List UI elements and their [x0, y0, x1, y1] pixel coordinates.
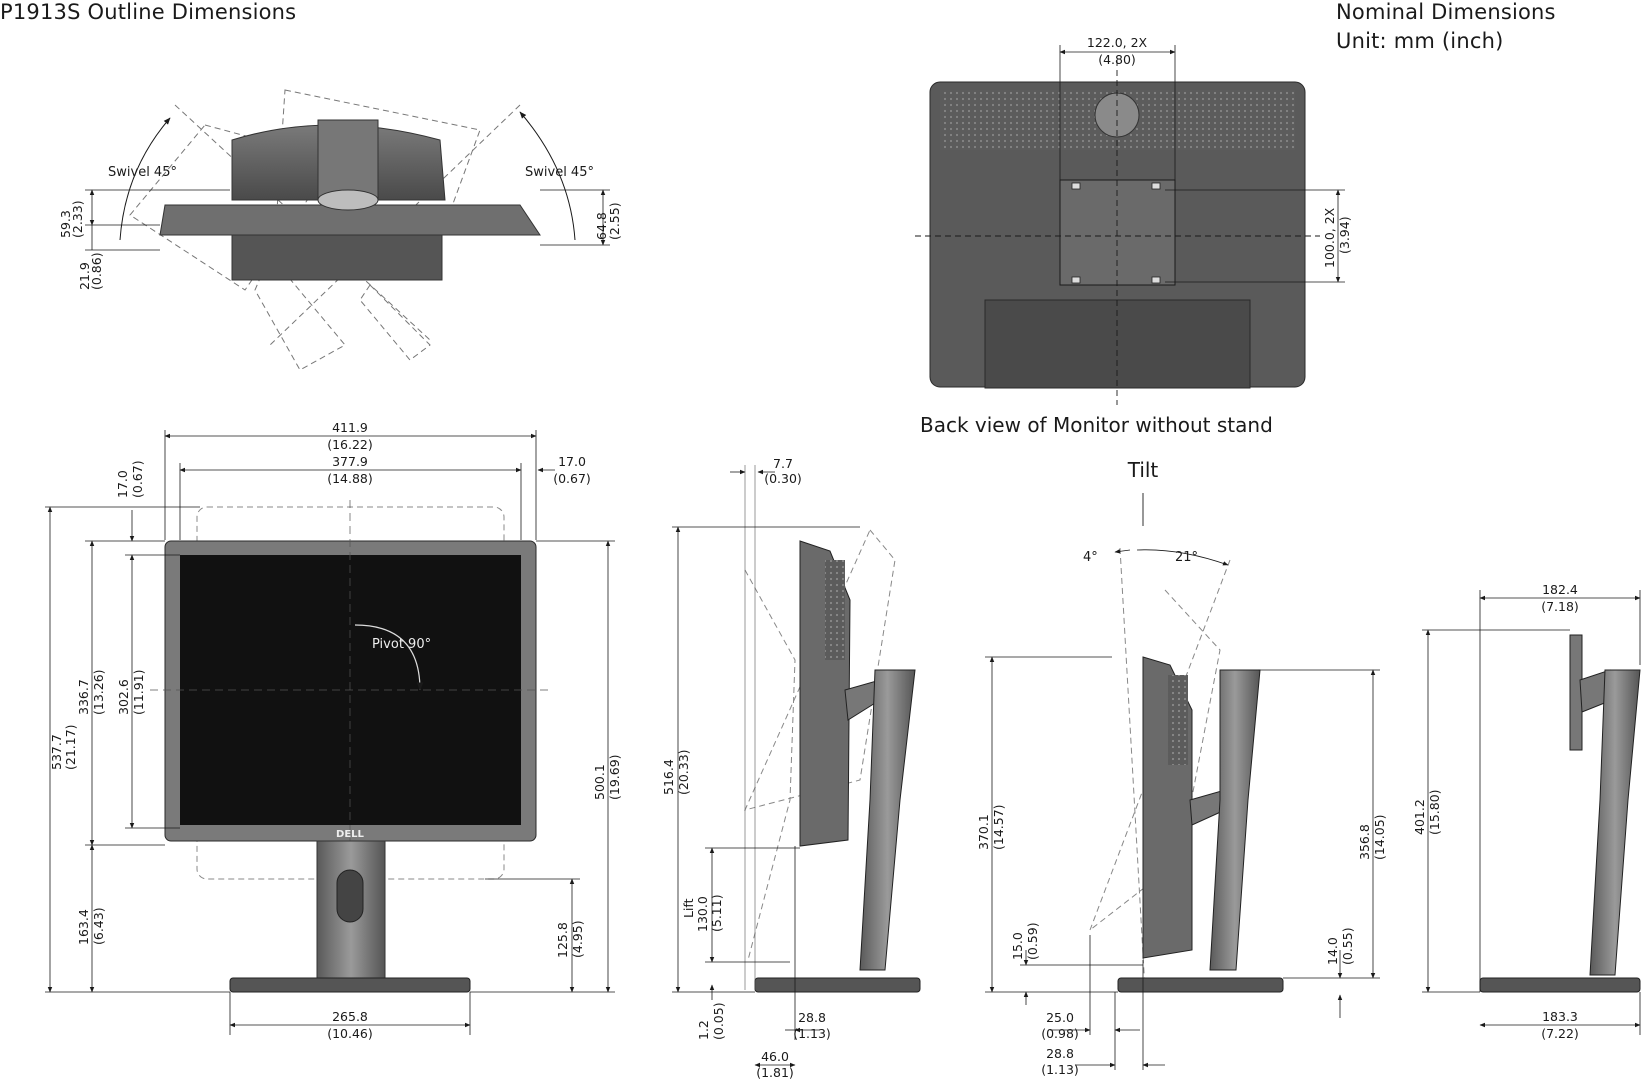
back-view-caption: Back view of Monitor without stand	[920, 413, 1273, 437]
front-screen-height-in: (11.91)	[131, 669, 146, 715]
pivot-clearance-in: (4.95)	[570, 920, 585, 958]
nominal-dimensions-label: Nominal Dimensions	[1336, 0, 1556, 24]
stand-depth-top-in: (7.18)	[1541, 599, 1579, 614]
tilt-stand-height-in: (14.05)	[1372, 814, 1387, 860]
front-overall-width-mm: 411.9	[332, 420, 368, 435]
side-base-gap-in: (0.05)	[711, 1002, 726, 1040]
swivel-left-label: Swivel 45°	[108, 165, 177, 180]
tilt-depth-a-in: (0.98)	[1041, 1026, 1079, 1041]
side-depth-a-in: (1.13)	[793, 1026, 831, 1041]
front-overall-width-in: (16.22)	[327, 437, 373, 452]
front-panel-height-mm: 336.7	[76, 679, 91, 715]
tilt-angle-fwd: 21°	[1175, 550, 1198, 565]
side-depth-b-mm: 46.0	[761, 1049, 789, 1064]
tilt-height-in: (14.57)	[991, 804, 1006, 850]
tilt-base-gap-mm: 14.0	[1325, 937, 1340, 965]
tilt-bottom-gap-in: (0.59)	[1025, 922, 1040, 960]
side-depth-b-in: (1.81)	[756, 1065, 794, 1079]
front-base-width-in: (10.46)	[327, 1026, 373, 1041]
bezel-left-mm: 17.0	[115, 470, 130, 498]
back-width-in: (4.80)	[1098, 52, 1136, 67]
tilt-bottom-gap-mm: 15.0	[1010, 932, 1025, 960]
side-offset-in: (0.30)	[764, 471, 802, 486]
front-stand-height-mm: 163.4	[76, 909, 91, 945]
front-view: DELL Pivot 90° 411.9 (16.22) 377.9 (14.8…	[45, 420, 622, 1041]
tilt-title: Tilt	[1127, 458, 1159, 482]
front-min-height-mm: 500.1	[592, 764, 607, 800]
side-height-in: (20.33)	[676, 749, 691, 795]
dell-logo: DELL	[336, 829, 365, 840]
bezel-right-mm: 17.0	[558, 454, 586, 469]
front-stand-height-in: (6.43)	[91, 907, 106, 945]
stand-height-in: (15.80)	[1427, 789, 1442, 835]
back-height-mm: 100.0, 2X	[1322, 207, 1337, 268]
tilt-angle-back: 4°	[1083, 550, 1098, 565]
side-view: 7.7 (0.30) 516.4 (20.33) Lift 130.0 (5.1…	[661, 456, 921, 1079]
side-base-gap-mm: 1.2	[696, 1020, 711, 1040]
front-max-height-mm: 537.7	[49, 734, 64, 770]
front-min-height-in: (19.69)	[607, 754, 622, 800]
top-d3-in: (2.55)	[607, 202, 622, 240]
tilt-depth-b-in: (1.13)	[1041, 1062, 1079, 1077]
stand-base-depth-in: (7.22)	[1541, 1026, 1579, 1041]
side-height-mm: 516.4	[661, 759, 676, 795]
front-panel-height-in: (13.26)	[91, 669, 106, 715]
top-view: Swivel 45° Swivel 45° 59.3 (2.33) 21.9 (…	[58, 89, 622, 371]
stand-depth-top-mm: 182.4	[1542, 582, 1578, 597]
tilt-depth-b-mm: 28.8	[1046, 1046, 1074, 1061]
bezel-right-in: (0.67)	[553, 471, 591, 486]
tilt-depth-a-mm: 25.0	[1046, 1010, 1074, 1025]
top-d2-in: (0.86)	[89, 252, 104, 290]
stand-height-mm: 401.2	[1412, 799, 1427, 835]
lift-label: Lift	[681, 898, 696, 918]
top-d3-mm: 64.8	[594, 212, 609, 240]
back-height-in: (3.94)	[1337, 216, 1352, 254]
lift-mm: 130.0	[695, 896, 710, 932]
tilt-height-mm: 370.1	[976, 814, 991, 850]
top-d1-mm: 59.3	[58, 210, 73, 238]
side-offset-mm: 7.7	[773, 456, 793, 471]
unit-label: Unit: mm (inch)	[1336, 29, 1504, 53]
swivel-right-label: Swivel 45°	[525, 165, 594, 180]
stand-view: 182.4 (7.18) 401.2 (15.80) 183.3 (7.22)	[1412, 582, 1641, 1041]
tilt-stand-height-mm: 356.8	[1357, 824, 1372, 860]
tilt-view: Tilt 4° 21° 370.1 (14.57) 15.0 (0.59)	[976, 458, 1387, 1077]
bezel-left-in: (0.67)	[130, 460, 145, 498]
stand-base-depth-mm: 183.3	[1542, 1009, 1578, 1024]
back-view: 122.0, 2X (4.80) 100.0, 2X (3.94) Back v…	[915, 35, 1352, 437]
back-width-mm: 122.0, 2X	[1087, 35, 1148, 50]
pivot-clearance-mm: 125.8	[555, 922, 570, 958]
tilt-base-gap-in: (0.55)	[1340, 927, 1355, 965]
lift-in: (5.11)	[709, 894, 724, 932]
sheet-title: P1913S Outline Dimensions	[0, 0, 297, 24]
front-screen-width-mm: 377.9	[332, 454, 368, 469]
side-depth-a-mm: 28.8	[798, 1010, 826, 1025]
pivot-label: Pivot 90°	[372, 637, 431, 652]
front-screen-height-mm: 302.6	[116, 679, 131, 715]
front-max-height-in: (21.17)	[63, 724, 78, 770]
front-base-width-mm: 265.8	[332, 1009, 368, 1024]
top-d1-in: (2.33)	[70, 200, 85, 238]
front-screen-width-in: (14.88)	[327, 471, 373, 486]
top-d2-mm: 21.9	[77, 262, 92, 290]
